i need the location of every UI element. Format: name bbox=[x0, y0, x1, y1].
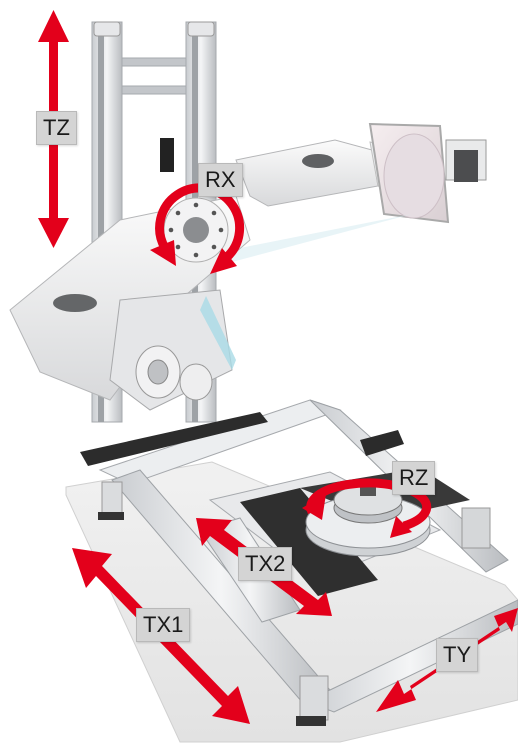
source-arm bbox=[9, 195, 251, 411]
detector-assembly bbox=[230, 122, 487, 262]
ty-label: TY bbox=[436, 638, 479, 672]
rx-label: RX bbox=[198, 163, 243, 197]
tx2-label: TX2 bbox=[238, 547, 293, 581]
rz-label: RZ bbox=[392, 461, 436, 495]
ty-arrow bbox=[376, 608, 518, 712]
tz-label: TZ bbox=[36, 111, 77, 145]
rz-arrowheads bbox=[302, 494, 412, 538]
rx-arrowheads bbox=[150, 240, 237, 274]
rz-arrow bbox=[306, 478, 432, 531]
tx1-label: TX1 bbox=[136, 608, 191, 642]
